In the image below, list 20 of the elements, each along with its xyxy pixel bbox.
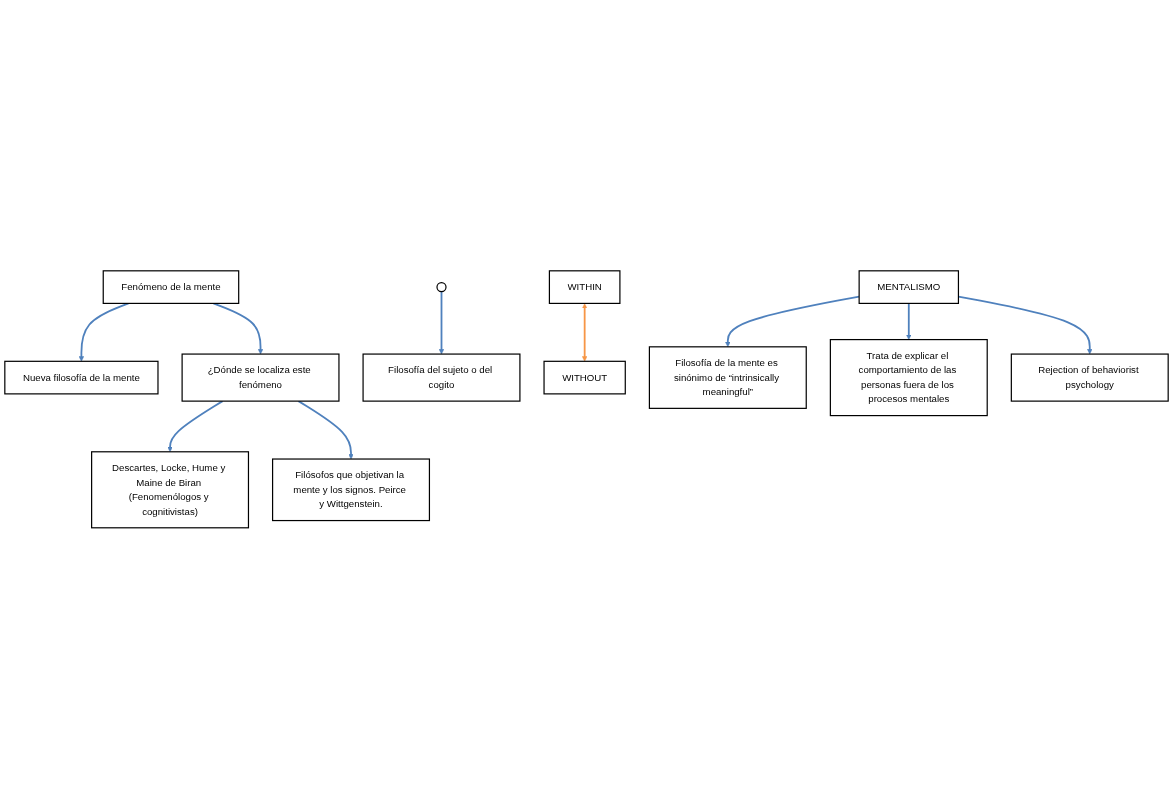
node-box: Filosofía de la mente es sinónimo de “intrinsically meaningful”	[648, 346, 807, 410]
node-box: WITHIN	[548, 270, 621, 305]
node-box: ¿Dónde se localiza este fenómeno	[181, 353, 340, 402]
arrow	[78, 302, 130, 362]
node-box: WITHOUT	[543, 360, 626, 395]
arrow	[906, 302, 912, 340]
node-box: MENTALISMO	[858, 270, 960, 305]
node-box: Rejection of behaviorist psychology	[1010, 353, 1169, 402]
node-box: Descartes, Locke, Hume y Maine de Biran (Fenomenólogos y cognitivistas)	[91, 451, 250, 529]
node-circle	[436, 282, 447, 293]
node-box: Trata de explicar el comportamiento de las personas fuera de los procesos mentales	[829, 339, 988, 417]
node-box: Filósofos que objetivan la mente y los signos. Peirce y Wittgenstein.	[272, 458, 431, 522]
arrow	[212, 302, 264, 355]
arrow	[167, 400, 224, 453]
node-box: Nueva filosofía de la mente	[4, 360, 159, 395]
arrow	[297, 400, 354, 460]
node-box: Fenómeno de la mente	[102, 270, 240, 305]
node-box: Filosofía del sujeto o del cogito	[362, 353, 521, 402]
arrow	[438, 290, 445, 355]
arrow	[582, 303, 588, 362]
